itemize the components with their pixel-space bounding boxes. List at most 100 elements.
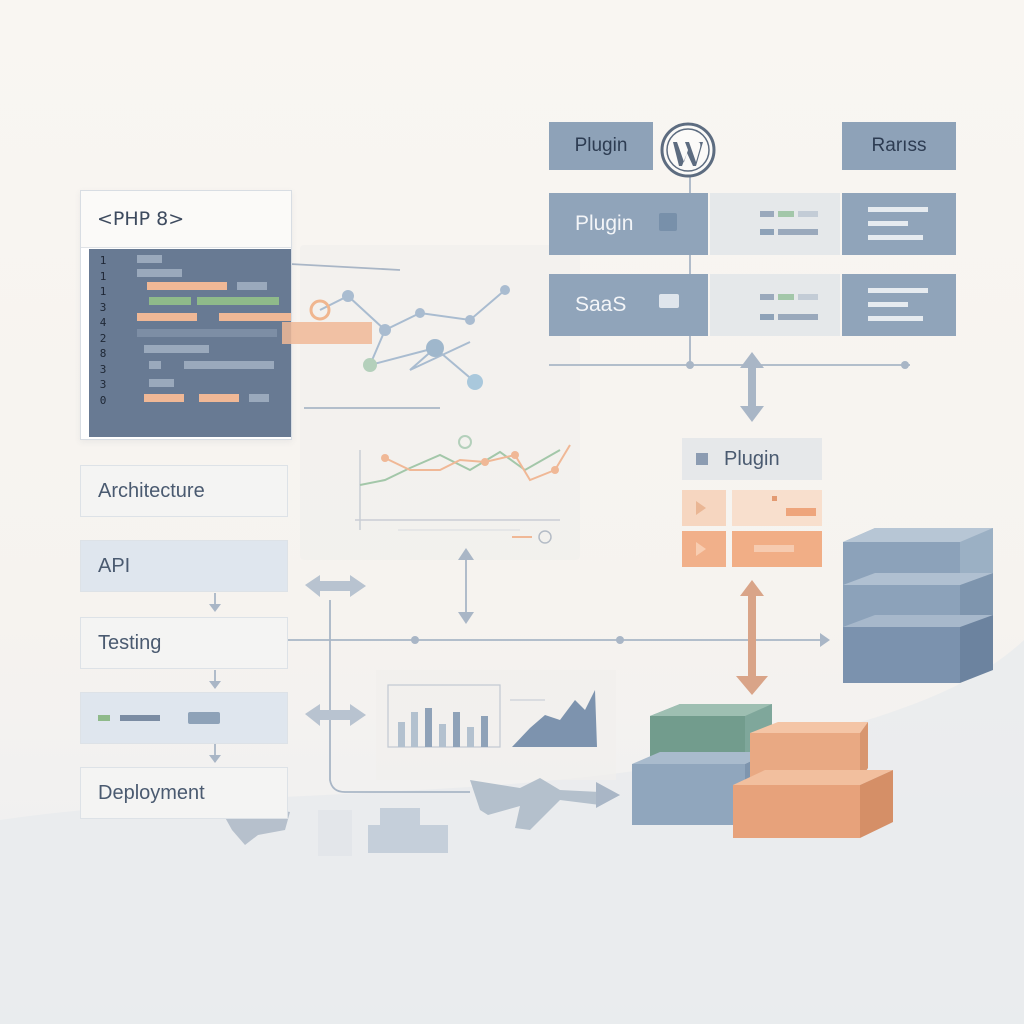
connector-dot bbox=[901, 361, 909, 369]
code-line bbox=[249, 394, 269, 402]
wordpress-logo-icon bbox=[660, 122, 716, 178]
testing-label: Testing bbox=[98, 631, 162, 654]
api-label: API bbox=[98, 554, 131, 577]
stack-build[interactable] bbox=[80, 692, 288, 744]
plugin-row-content bbox=[732, 490, 822, 526]
bar-line bbox=[760, 314, 774, 320]
plugin-row-play[interactable] bbox=[682, 490, 726, 526]
plugin-card-label: Plugin bbox=[724, 447, 780, 470]
text-line bbox=[868, 302, 908, 307]
bar-line bbox=[778, 294, 794, 300]
play-icon bbox=[696, 542, 706, 556]
line-number: 1 bbox=[99, 269, 107, 283]
dot bbox=[772, 496, 777, 501]
connector-dot bbox=[616, 636, 624, 644]
ground-shape bbox=[0, 640, 1024, 1024]
code-line bbox=[184, 361, 274, 369]
rarss-tag-label: Rarıss bbox=[871, 135, 927, 156]
code-line bbox=[144, 345, 209, 353]
bar-line bbox=[778, 211, 794, 217]
bar-line bbox=[760, 229, 774, 235]
architecture-label: Architecture bbox=[98, 479, 205, 502]
text-line bbox=[868, 221, 908, 226]
php-panel-title: <PHP 8> bbox=[81, 191, 291, 248]
status-dot bbox=[98, 715, 110, 721]
row-saas[interactable]: SaaS bbox=[549, 274, 708, 336]
doc-icon bbox=[318, 810, 352, 856]
line-number: 1 bbox=[99, 254, 107, 267]
database-stack-icon bbox=[843, 528, 993, 683]
puzzle-icon bbox=[659, 213, 677, 231]
line-numbers: 1 1 1 3 4 2 8 3 3 0 bbox=[89, 253, 117, 408]
bar-line bbox=[760, 211, 774, 217]
bar-line bbox=[778, 314, 818, 320]
code-line bbox=[144, 394, 184, 402]
plugin-row-play-2[interactable] bbox=[682, 531, 726, 567]
plugin-card-header[interactable]: Plugin bbox=[682, 438, 822, 480]
code-line bbox=[137, 269, 182, 277]
stack-api[interactable]: API bbox=[80, 540, 288, 592]
line-number: 3 bbox=[99, 300, 107, 314]
vertical-double-arrow bbox=[458, 352, 764, 624]
deployment-label: Deployment bbox=[98, 781, 205, 804]
code-line bbox=[137, 255, 162, 263]
row-plugin-right bbox=[842, 193, 956, 255]
plugin-row-content-2 bbox=[732, 531, 822, 567]
code-line bbox=[219, 313, 291, 321]
bar-line bbox=[760, 294, 774, 300]
bar-line bbox=[798, 211, 818, 217]
big-arrow bbox=[470, 778, 620, 830]
line-number: 2 bbox=[99, 331, 107, 345]
plugin-square-icon bbox=[696, 453, 708, 465]
code-line bbox=[197, 297, 279, 305]
stack-architecture[interactable]: Architecture bbox=[80, 465, 288, 517]
row-plugin[interactable]: Plugin bbox=[549, 193, 708, 255]
line-number: 8 bbox=[99, 347, 107, 360]
line-number: 3 bbox=[99, 378, 107, 391]
code-line bbox=[137, 313, 197, 321]
stack-deployment[interactable]: Deployment bbox=[80, 767, 288, 819]
plugin-tag[interactable]: Plugin bbox=[549, 122, 653, 170]
code-line bbox=[199, 394, 239, 402]
stack-icon bbox=[368, 808, 448, 853]
rarss-tag[interactable]: Rarıss bbox=[842, 122, 956, 170]
code-line bbox=[147, 282, 227, 290]
double-arrow bbox=[305, 575, 366, 726]
cube-blocks-icon bbox=[632, 704, 893, 838]
code-editor: 1 1 1 3 4 2 8 3 3 0 bbox=[89, 249, 291, 437]
chat-icon bbox=[659, 294, 679, 308]
bar-chart bbox=[387, 684, 597, 748]
build-badge bbox=[188, 712, 220, 724]
graph-panel bbox=[300, 245, 580, 560]
connector-dot bbox=[411, 636, 419, 644]
line-number: 4 bbox=[99, 316, 107, 329]
code-line bbox=[237, 282, 267, 290]
text-line bbox=[868, 207, 928, 212]
bar bbox=[754, 545, 794, 552]
row-saas-right bbox=[842, 274, 956, 336]
graph-nodes bbox=[309, 285, 510, 390]
text-line bbox=[868, 288, 928, 293]
stack-testing[interactable]: Testing bbox=[80, 617, 288, 669]
row-saas-label: SaaS bbox=[575, 293, 627, 316]
play-icon bbox=[696, 501, 706, 515]
connector-dot bbox=[686, 361, 694, 369]
arrow-head bbox=[820, 633, 830, 647]
line-number: 3 bbox=[99, 362, 107, 376]
connectors bbox=[214, 170, 910, 793]
bar-line bbox=[778, 229, 818, 235]
orange-vertical-arrow bbox=[736, 580, 768, 695]
text-line bbox=[868, 316, 923, 321]
bar-line bbox=[798, 294, 818, 300]
stack-arrows bbox=[209, 604, 221, 763]
bar bbox=[786, 508, 816, 516]
line-chart bbox=[355, 435, 571, 544]
row-plugin-middle bbox=[710, 193, 840, 255]
php-code-panel: <PHP 8> 1 1 1 3 4 2 8 3 3 0 bbox=[80, 190, 292, 440]
line-number: 1 bbox=[99, 285, 107, 298]
plugin-tag-label: Plugin bbox=[574, 135, 628, 156]
code-line bbox=[149, 361, 161, 369]
line-number: 0 bbox=[99, 393, 107, 407]
code-line bbox=[149, 379, 174, 387]
